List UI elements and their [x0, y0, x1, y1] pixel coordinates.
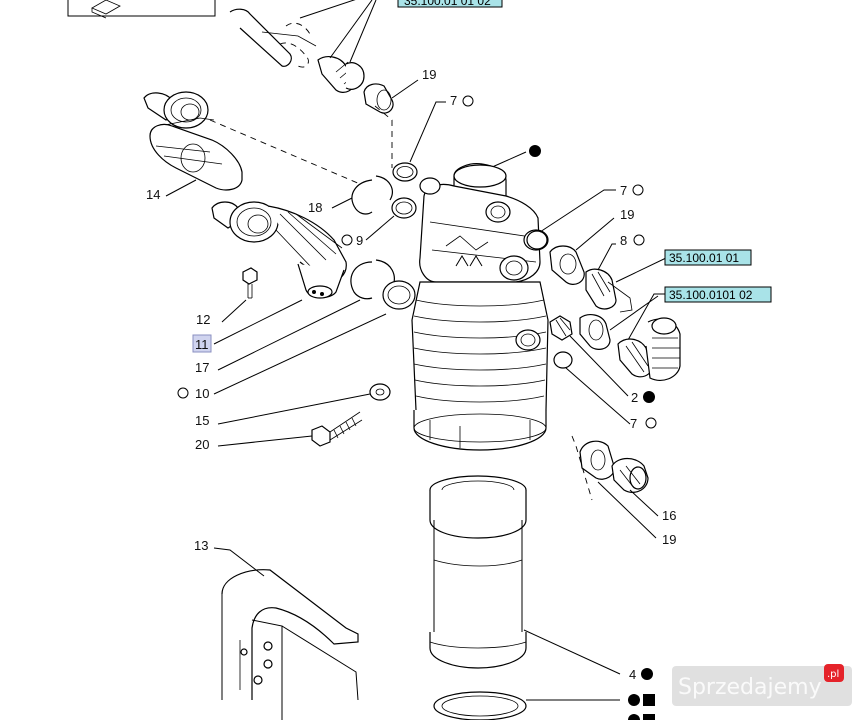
bottom-seal — [433, 691, 655, 720]
callout-11-group: 11 — [192, 299, 303, 353]
callout-7-top[interactable]: 7 — [450, 93, 457, 108]
callout-4[interactable]: 4 — [629, 667, 636, 682]
ref-box-2[interactable]: 35.100.0101 02 — [609, 286, 772, 341]
filled-dot-icon — [641, 668, 653, 680]
callout-17[interactable]: 17 — [195, 360, 209, 375]
ref-box-1[interactable]: 35.100.01 01 — [664, 249, 752, 266]
open-circle-icon — [462, 95, 474, 107]
part-18-clip: 18 — [308, 175, 393, 215]
legend-box — [67, 0, 216, 19]
callout-19-right[interactable]: 19 — [620, 207, 634, 222]
part-2-fitting: 2 — [549, 315, 655, 405]
part-19-top: 19 — [363, 67, 436, 168]
callout-18[interactable]: 18 — [308, 200, 322, 215]
filter-element: 4 — [429, 475, 653, 682]
callout-14[interactable]: 14 — [146, 187, 160, 202]
filled-dot-icon — [643, 391, 655, 403]
callout-16[interactable]: 16 — [662, 508, 676, 523]
part-20-bolt: 20 — [195, 411, 363, 452]
callout-11[interactable]: 11 — [195, 337, 209, 352]
open-circle-icon — [645, 417, 657, 429]
top-hose-assembly — [229, 0, 377, 93]
callout-19-top[interactable]: 19 — [422, 67, 436, 82]
part-13-bracket: 13 — [194, 538, 359, 720]
part-15-washer: 15 — [195, 383, 391, 428]
callout-15[interactable]: 15 — [195, 413, 209, 428]
part-19-right: 19 — [549, 207, 634, 285]
watermark-badge-icon — [824, 664, 844, 682]
ref-link-2[interactable]: 35.100.0101 02 — [669, 288, 753, 302]
open-circle-icon — [341, 234, 353, 246]
open-circle-icon — [177, 387, 189, 399]
part-9-oring: 9 — [341, 197, 417, 248]
part-11-inlet — [211, 201, 347, 299]
filled-dot-marker-top — [489, 145, 541, 169]
filled-dot-icon — [529, 145, 541, 157]
right-elbow-fitting — [579, 314, 681, 381]
filled-square-icon — [643, 714, 655, 720]
watermark-tld: .pl — [827, 669, 839, 680]
open-circle-icon — [633, 234, 645, 246]
filled-dot-icon — [628, 714, 640, 720]
part-14-elbow: 14 — [143, 91, 361, 202]
callout-2[interactable]: 2 — [631, 390, 638, 405]
part-12-bolt: 12 — [196, 267, 258, 327]
callout-13[interactable]: 13 — [194, 538, 208, 553]
callout-20[interactable]: 20 — [195, 437, 209, 452]
callout-7-lower[interactable]: 7 — [630, 416, 637, 431]
callout-12[interactable]: 12 — [196, 312, 210, 327]
part-16-plug: 16 19 — [571, 435, 676, 547]
part-7-right: 7 — [526, 183, 644, 250]
callout-10[interactable]: 10 — [195, 386, 209, 401]
ref-box-top[interactable]: 35.100.01 01 02 — [397, 0, 503, 8]
part-10: 10 — [177, 313, 387, 401]
callout-9[interactable]: 9 — [356, 233, 363, 248]
callout-7-right[interactable]: 7 — [620, 183, 627, 198]
open-circle-icon — [632, 184, 644, 196]
callout-8[interactable]: 8 — [620, 233, 627, 248]
part-8-fitting: 8 — [585, 233, 667, 313]
svg-text:35.100.01 01 02: 35.100.01 01 02 — [404, 0, 491, 8]
callout-19-bottom[interactable]: 19 — [662, 532, 676, 547]
ref-link-1[interactable]: 35.100.01 01 — [669, 251, 739, 265]
filled-dot-icon — [628, 694, 640, 706]
selected-callout-highlight — [192, 334, 212, 353]
filled-square-icon — [643, 694, 655, 706]
part-7-top: 7 — [392, 93, 474, 182]
part-17-ring: 17 — [195, 259, 416, 375]
part-7-bottom-right: 7 — [565, 367, 657, 431]
filter-housing — [411, 163, 549, 451]
watermark-text: Sprzedajemy — [678, 675, 822, 700]
watermark: Sprzedajemy .pl — [672, 664, 852, 706]
